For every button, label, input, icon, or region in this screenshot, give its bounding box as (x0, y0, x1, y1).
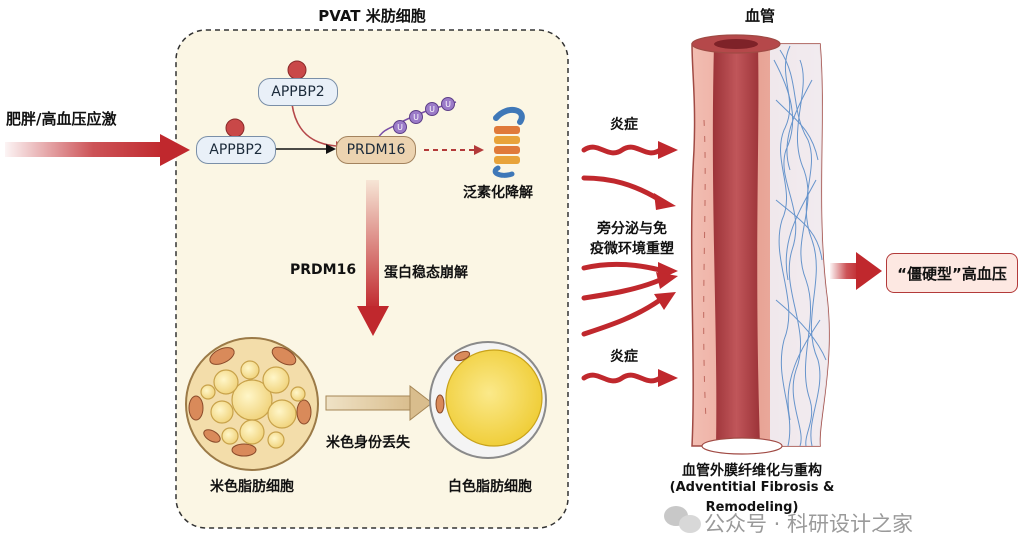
collagen-fibers (773, 45, 827, 447)
prdm16-pill: PRDM16 (336, 136, 416, 164)
appbp2-binding-curve (291, 103, 337, 147)
white-adipocyte-label: 白色脂肪细胞 (448, 479, 532, 495)
beige-to-white-arrow (325, 384, 433, 422)
fibrosis-layer (770, 44, 830, 446)
white-adipocyte-cell (429, 341, 547, 459)
breakdown-arrow (357, 180, 389, 336)
prdm16-breakdown-protein: PRDM16 (290, 262, 357, 278)
signal-arrowheads (654, 141, 678, 387)
fibrosis-label-line3: Remodeling) (705, 500, 799, 515)
pvat-panel-title: PVAT 米肪细胞 (318, 7, 426, 25)
wechat-icon (664, 506, 701, 533)
ubiquitin-degradation-label: 泛素化降解 (463, 185, 533, 201)
trigger-label: 肥胖/高血压应激 (6, 110, 117, 128)
vessel-title: 血管 (744, 7, 776, 25)
outcome-box: “僵硬型”高血压 (886, 253, 1018, 293)
watermark: 公众号 · 科研设计之家 (704, 512, 914, 536)
trigger-arrow (5, 134, 190, 166)
ubiquitin-letter: U (397, 123, 403, 132)
lipid-droplets (200, 360, 306, 449)
beige-loss-label: 米色身份丢失 (326, 435, 410, 451)
ubiquitin-letter: U (445, 100, 451, 109)
proteasome-icon (492, 106, 525, 178)
vessel-lumen (712, 44, 760, 446)
appbp2-top-pill: APPBP2 (258, 78, 338, 106)
fibrosis-label-line1: 血管外膜纤维化与重构 (682, 463, 822, 479)
appbp2-left-pill: APPBP2 (196, 136, 276, 164)
beige-adipocyte-label: 米色脂肪细胞 (210, 479, 294, 495)
fibrosis-label-line2: (Adventitial Fibrosis & (669, 480, 835, 495)
ubiquitin-letter: U (429, 105, 435, 114)
blood-vessel (690, 34, 830, 455)
inflammation-top-label: 炎症 (610, 117, 638, 133)
inflammation-bottom-label: 炎症 (610, 349, 638, 365)
signal-arrows (581, 144, 663, 384)
paracrine-label-line1: 旁分泌与免 (597, 221, 667, 237)
ubiquitin-letters: U U U U (397, 100, 451, 132)
paracrine-label-line2: 疫微环境重塑 (590, 241, 674, 257)
ubiquitin-beads (393, 97, 455, 134)
beige-adipocyte-cell (185, 337, 319, 471)
appbp2-left-ligand (225, 118, 245, 138)
ubiquitin-letter: U (413, 113, 419, 122)
mitochondria-beige (188, 346, 312, 457)
appbp2-top-ligand (287, 60, 307, 80)
prdm16-breakdown-text: 蛋白稳态崩解 (384, 265, 468, 281)
outcome-arrow (830, 252, 882, 290)
